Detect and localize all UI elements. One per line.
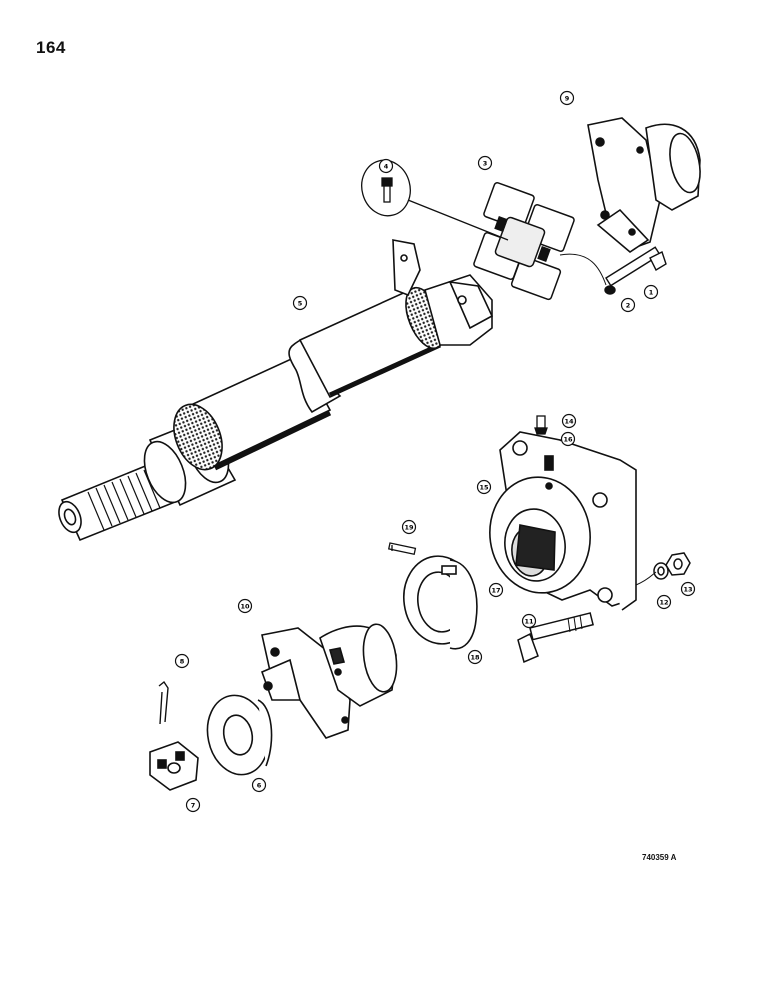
callout-number-5: 5 [298,299,303,307]
end-yoke-upper [587,117,701,253]
callout-number-19: 19 [404,523,414,531]
flat-washer [206,694,273,776]
callout-bubble-17 [488,582,504,598]
yoke-bolt [604,246,667,295]
callout-bubble-2 [620,297,636,313]
cotter-pin [158,680,169,725]
grease-fitting-detail [361,159,509,241]
castle-nut [149,741,199,791]
callout-bubble-8 [174,653,190,669]
bearing-grease-fitting [534,415,548,435]
callout-bubble-6 [251,777,267,793]
callout-number-17: 17 [491,586,500,594]
callout-bubble-14 [561,413,577,429]
callout-bubble-18 [467,649,483,665]
callout-number-1: 1 [649,288,654,296]
drive-shaft [58,239,494,542]
callout-bubble-1 [643,284,659,300]
callout-bubble-10 [237,598,253,614]
callout-bubble-9 [559,90,575,106]
flange-bolt [517,612,594,664]
callout-bubble-3 [477,155,493,171]
callout-number-8: 8 [180,657,185,665]
callout-number-14: 14 [564,417,574,425]
callout-bubble-13 [680,581,696,597]
callout-number-15: 15 [479,483,489,491]
callout-bubble-12 [656,594,672,610]
callout-number-16: 16 [563,435,573,443]
callout-number-12: 12 [659,598,668,606]
callout-bubble-19 [401,519,417,535]
callout-number-2: 2 [626,301,631,309]
callout-number-13: 13 [683,585,692,593]
callout-number-6: 6 [257,781,262,789]
page-number: 164 [36,38,66,57]
callout-number-9: 9 [565,94,570,102]
companion-yoke [260,623,398,739]
callout-bubble-5 [292,295,308,311]
washer-and-nut [653,552,691,580]
set-screw [387,542,417,556]
callout-bubble-16 [560,431,576,447]
leader-line-bolt [559,253,607,286]
leader-line-nut [635,571,657,586]
callout-number-4: 4 [384,162,389,170]
callout-bubble-7 [185,797,201,813]
callout-number-10: 10 [240,602,250,610]
shaft-tube-lower [173,353,332,471]
callout-number-7: 7 [191,801,196,809]
flange-bearing [489,431,637,611]
callout-bubble-11 [521,613,537,629]
callout-bubble-4 [378,158,394,174]
universal-joint-cross [473,181,575,301]
drawing-id: 740359 A [642,853,677,862]
callout-number-18: 18 [470,653,480,661]
callout-number-3: 3 [483,159,488,167]
locking-collar [403,555,478,650]
callout-bubble-15 [476,479,492,495]
shaft-slip-yoke [392,239,494,346]
callout-number-11: 11 [524,617,534,625]
